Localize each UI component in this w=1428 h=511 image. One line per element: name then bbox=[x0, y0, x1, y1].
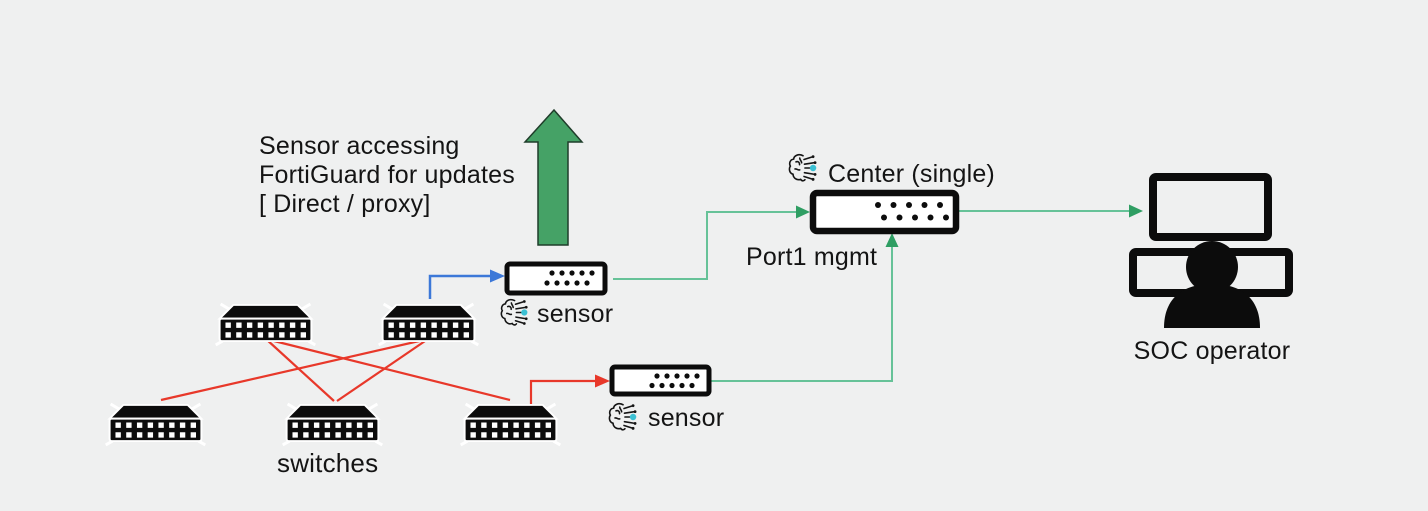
person-head-icon bbox=[1186, 241, 1238, 293]
arrowhead-into-center-bottom bbox=[885, 233, 899, 247]
ai-brain-icon-sensor-top bbox=[500, 298, 529, 326]
center-device bbox=[809, 189, 960, 235]
ai-brain-icon-sensor-bottom bbox=[608, 402, 638, 431]
link-sensortop-center bbox=[613, 211, 797, 280]
arrowhead-into-soc bbox=[1129, 204, 1143, 218]
switch-bottom-right-icon bbox=[459, 402, 562, 447]
switch-links-red bbox=[160, 337, 596, 404]
mgmt-links-green bbox=[613, 210, 1130, 382]
link-bottomright-sensor bbox=[529, 379, 596, 404]
center-label: Center (single) bbox=[828, 160, 995, 188]
sensor-bottom-label: sensor bbox=[648, 404, 725, 432]
annotation-line-3: [ Direct / proxy] bbox=[259, 190, 431, 218]
switches-label: switches bbox=[277, 448, 379, 478]
sensor-top-device bbox=[504, 261, 608, 296]
arrowhead-into-center-left bbox=[796, 205, 810, 219]
port1-mgmt-label: Port1 mgmt bbox=[746, 243, 878, 271]
sensor-bottom-device bbox=[609, 364, 712, 397]
link-topleft-bottomright bbox=[265, 337, 511, 402]
fortiguard-annotation: Sensor accessing FortiGuard for updates … bbox=[259, 132, 515, 219]
blue-arrowhead bbox=[490, 269, 505, 283]
annotation-line-1: Sensor accessing bbox=[259, 132, 460, 160]
link-topleft-bottommiddle bbox=[265, 338, 335, 402]
sensor-top-label: sensor bbox=[537, 300, 614, 328]
red-arrowhead bbox=[595, 374, 610, 388]
switch-bottom-left-icon bbox=[104, 402, 207, 447]
ai-brain-icon-center bbox=[788, 153, 818, 182]
fortiguard-up-arrow bbox=[523, 108, 584, 246]
person-shoulders-icon bbox=[1164, 284, 1260, 328]
link-switch-sensor-blue bbox=[428, 274, 491, 299]
switch-bottom-middle-icon bbox=[281, 402, 384, 447]
link-topright-bottomleft bbox=[160, 337, 429, 402]
soc-operator-label: SOC operator bbox=[1133, 337, 1291, 365]
switch-top-right-icon bbox=[377, 302, 480, 347]
soc-operator-icon bbox=[1129, 173, 1293, 328]
annotation-line-2: FortiGuard for updates bbox=[259, 161, 515, 189]
link-sensorbottom-center bbox=[710, 246, 893, 382]
link-topright-bottommiddle bbox=[336, 338, 429, 402]
green-arrowheads bbox=[796, 204, 1143, 247]
switch-top-left-icon bbox=[214, 302, 317, 347]
monitor-icon bbox=[1149, 173, 1272, 241]
